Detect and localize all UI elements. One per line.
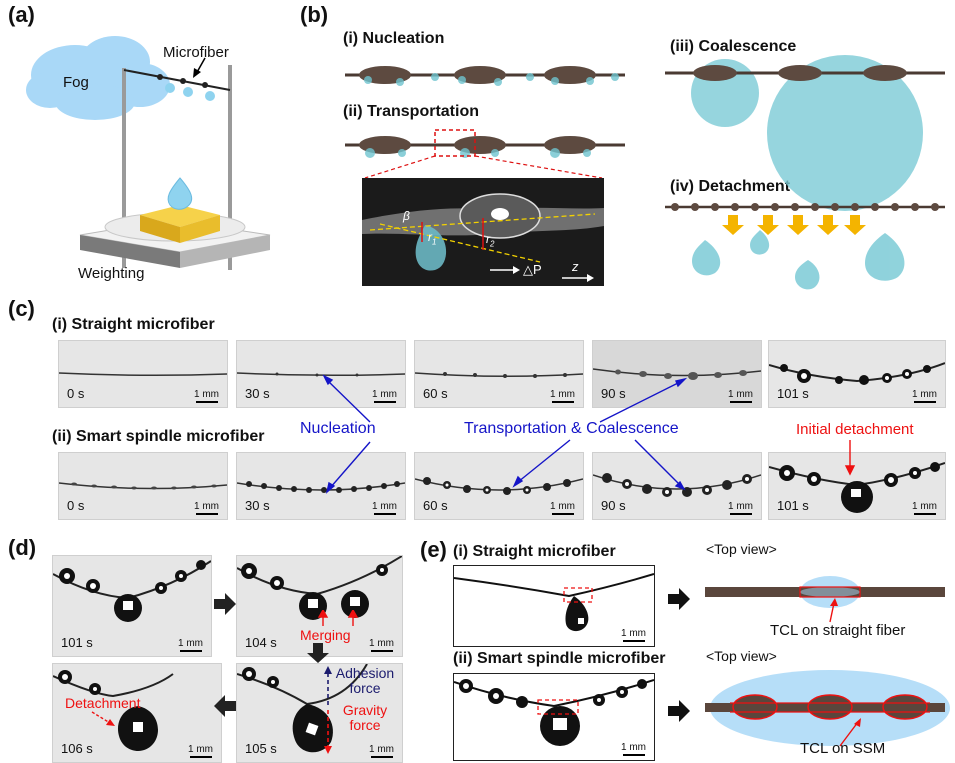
straight-frame-101s: 101 s 1 mm	[768, 340, 946, 408]
adhesion-force-annotation: Adhesion force	[335, 665, 395, 696]
panel-a-letter: (a)	[8, 2, 35, 27]
arrow-down-d2	[307, 643, 329, 663]
panel-c-annotation-arrows	[322, 374, 856, 494]
spindle-frame-60s: 60 s 1 mm	[414, 452, 584, 520]
e-topview-label-2: <Top view>	[706, 648, 777, 664]
transport-zoom-micrograph	[362, 155, 604, 286]
merge-frame-106s: 106 s 1 mm	[52, 663, 222, 763]
e-top-view-illustrations	[705, 576, 950, 747]
r1-label: r1	[428, 230, 437, 247]
merge-frame-105s: 105 s 1 mm	[236, 663, 403, 763]
spindle-frame-101s: 101 s 1 mm	[768, 452, 946, 520]
e-spindle-title: (ii) Smart spindle microfiber	[453, 650, 666, 667]
tcl-straight-label: TCL on straight fiber	[770, 622, 906, 639]
straight-microfiber-title: (i) Straight microfiber	[52, 316, 215, 333]
arrow-right-e1	[668, 588, 690, 610]
e-straight-title: (i) Straight microfiber	[453, 543, 616, 560]
nucleation-title: (i) Nucleation	[343, 30, 445, 47]
panel-b-letter: (b)	[300, 2, 329, 27]
tcl-ssm-label: TCL on SSM	[800, 740, 886, 757]
straight-frame-0s: 0 s 1 mm	[58, 340, 228, 408]
fog-label: Fog	[63, 74, 89, 91]
beta-label: β	[403, 209, 410, 223]
e-straight-photo: 1 mm	[453, 565, 655, 647]
transportation-title: (ii) Transportation	[343, 103, 479, 120]
spindle-frame-90s: 90 s 1 mm	[592, 452, 762, 520]
straight-frame-30s: 30 s 1 mm	[236, 340, 406, 408]
microfiber-label: Microfiber	[163, 44, 229, 61]
r2-label: r2	[486, 232, 495, 249]
spindle-microfiber-title: (ii) Smart spindle microfiber	[52, 428, 265, 445]
coalescence-detachment-illustrations	[665, 55, 945, 290]
arrow-right-e2	[668, 700, 690, 722]
panel-e-letter: (e)	[420, 537, 447, 562]
panel-c-letter: (c)	[8, 296, 35, 321]
spindle-fiber-illustrations	[345, 66, 625, 158]
initial-detachment-annotation: Initial detachment	[796, 421, 914, 438]
detachment-annotation: Detachment	[65, 695, 141, 711]
coalescence-title: (iii) Coalescence	[670, 38, 797, 55]
e-topview-label-1: <Top view>	[706, 541, 777, 557]
spindle-frame-30s: 30 s 1 mm	[236, 452, 406, 520]
panel-a-setup-illustration	[26, 36, 271, 270]
transport-coalescence-annotation: Transportation & Coalescence	[464, 420, 679, 437]
merge-frame-101s: 101 s 1 mm	[52, 555, 212, 657]
arrow-left-d3	[214, 695, 236, 717]
straight-frame-90s: 90 s 1 mm	[592, 340, 762, 408]
detachment-title: (iv) Detachment	[670, 178, 791, 195]
weighting-label: Weighting	[78, 265, 145, 282]
panel-d-force-arrows	[317, 610, 359, 754]
nucleation-annotation: Nucleation	[300, 420, 376, 437]
pressure-diff-label: △P	[523, 262, 542, 277]
e-spindle-photo: 1 mm	[453, 673, 655, 761]
spindle-frame-0s: 0 s 1 mm	[58, 452, 228, 520]
straight-frame-60s: 60 s 1 mm	[414, 340, 584, 408]
arrow-right-d1	[214, 593, 236, 615]
merging-annotation: Merging	[300, 627, 351, 643]
gravity-force-annotation: Gravity force	[342, 702, 388, 733]
panel-d-letter: (d)	[8, 535, 37, 560]
detachment-arrow	[91, 711, 115, 726]
z-axis-label: z	[572, 259, 579, 274]
